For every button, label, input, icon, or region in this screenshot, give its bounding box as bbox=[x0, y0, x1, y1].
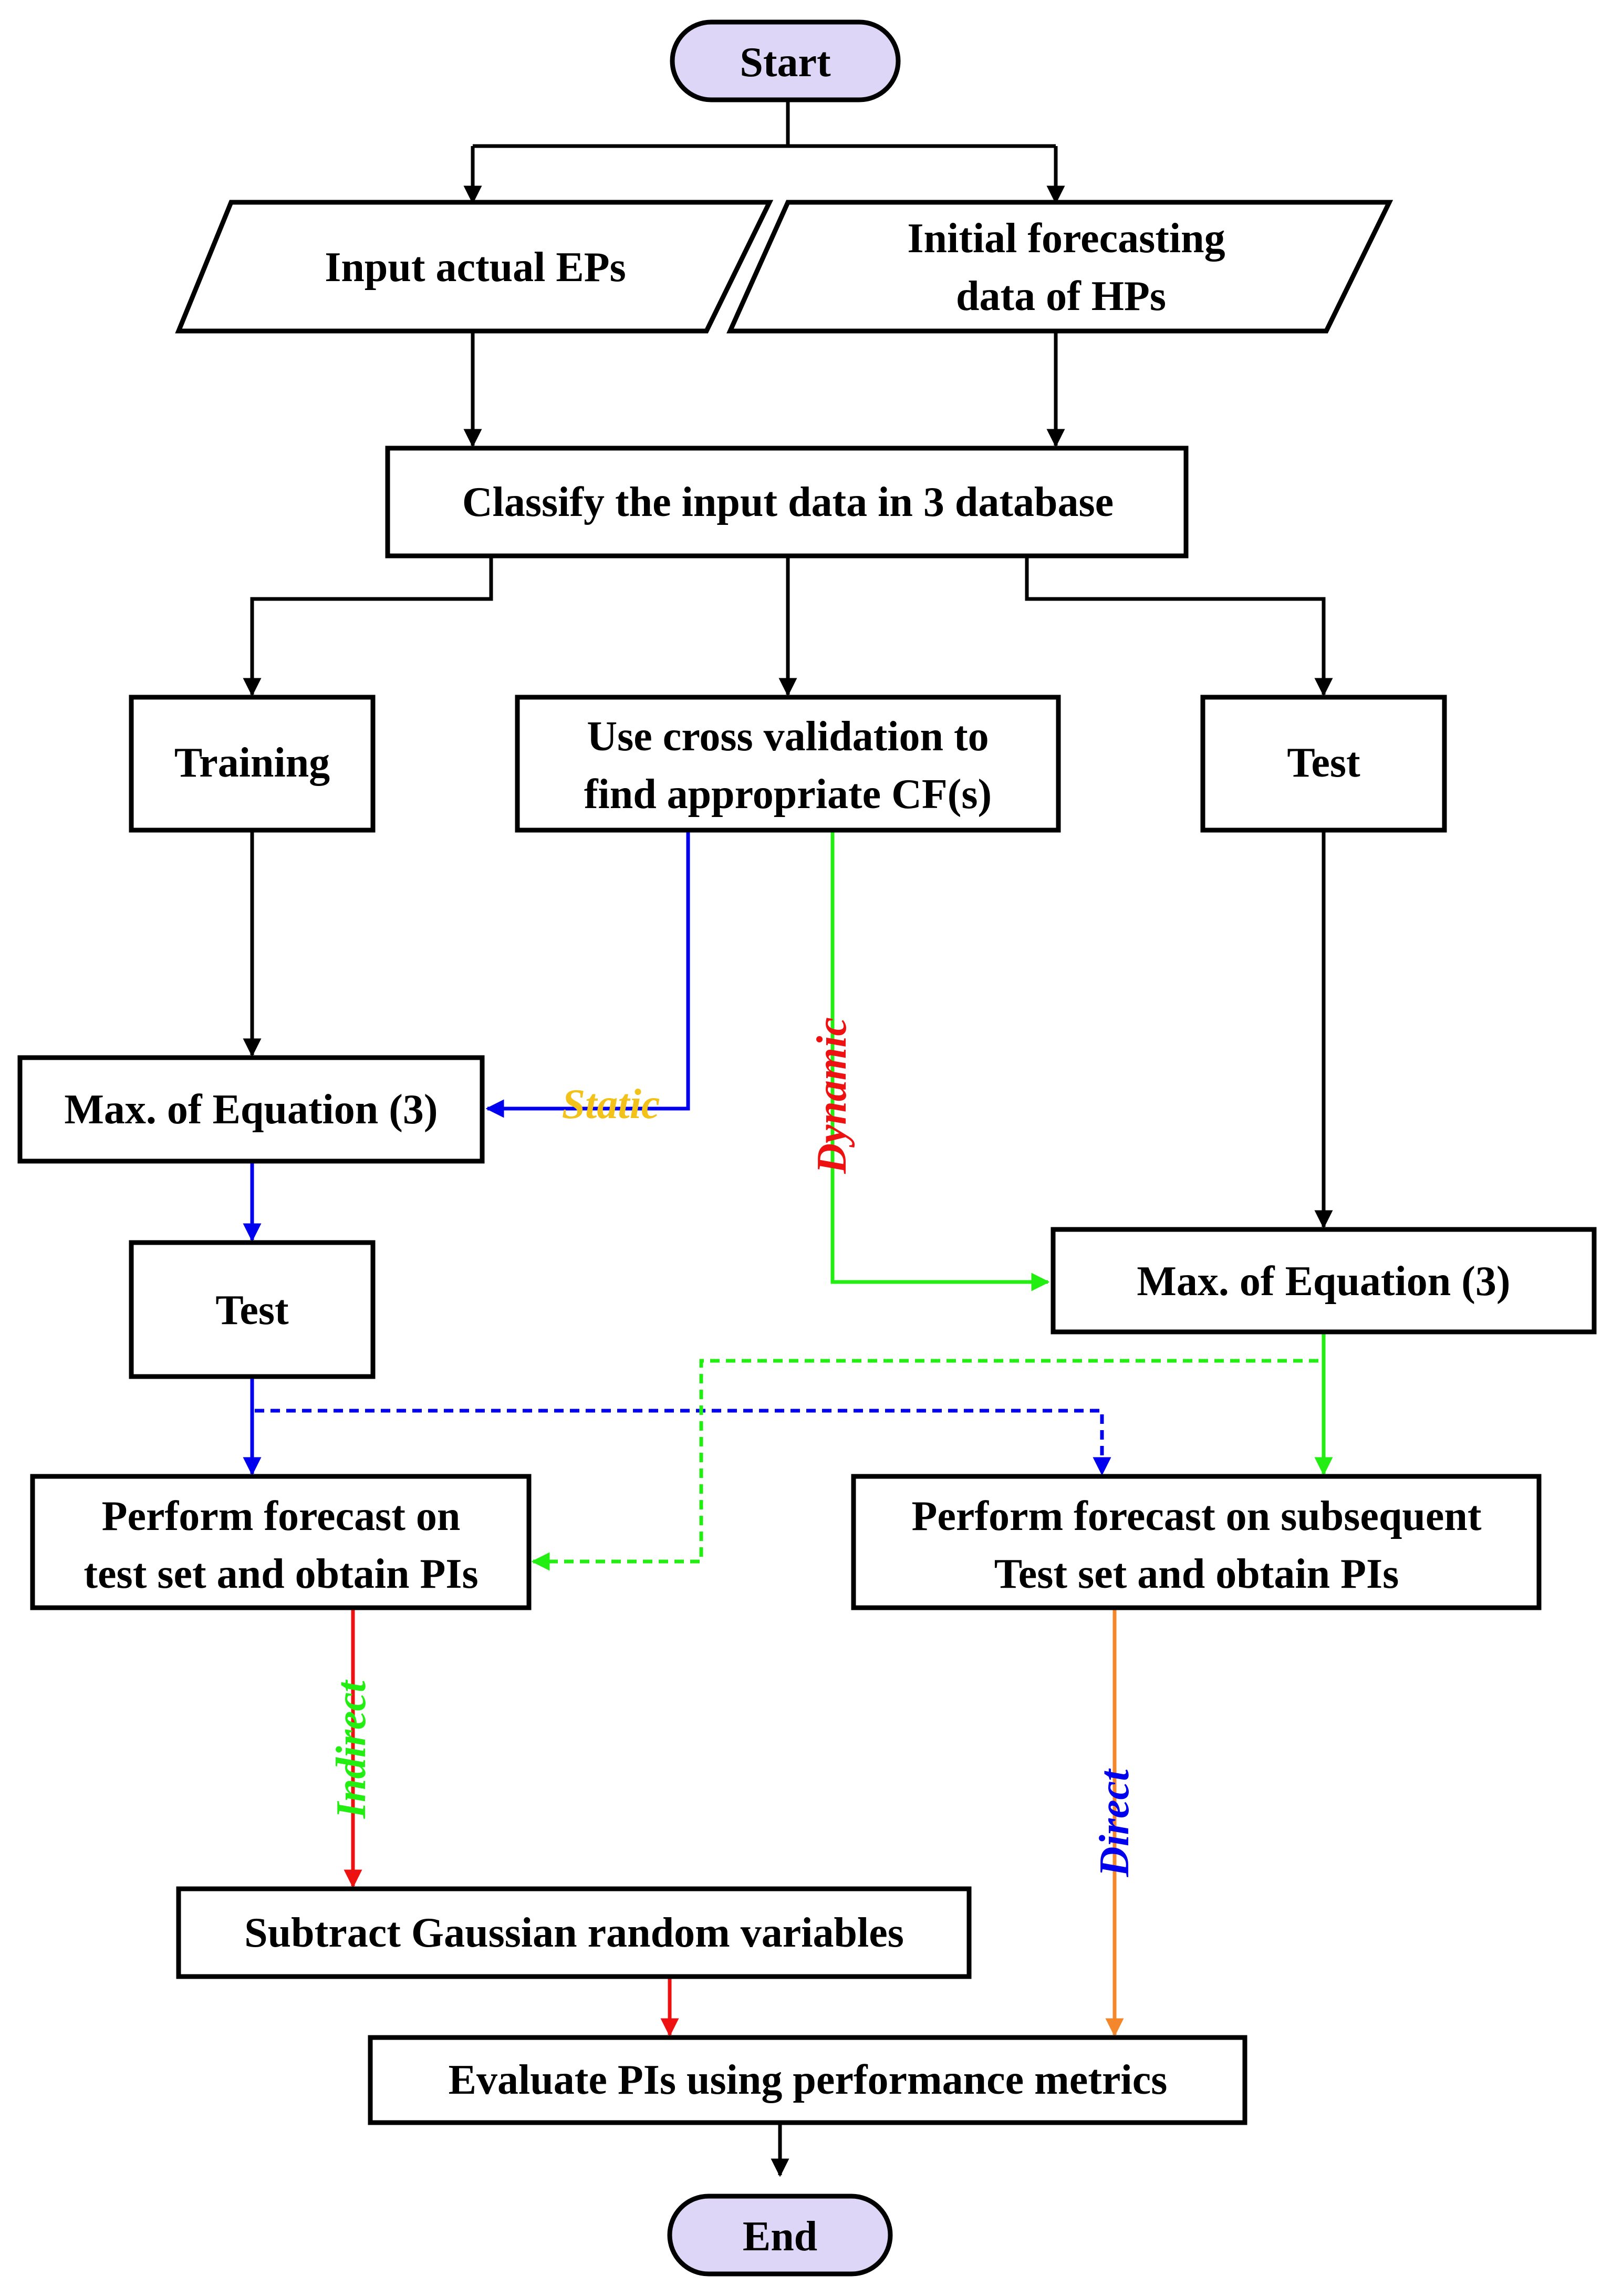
max-eq-right-label: Max. of Equation (3) bbox=[1137, 1258, 1510, 1305]
arrow-classify-to-training bbox=[243, 556, 493, 697]
indirect-label: Indirect bbox=[328, 1679, 375, 1819]
input-eps-parallelogram bbox=[175, 200, 774, 334]
cross-validation-label-line1: Use cross validation to bbox=[587, 713, 989, 760]
forecast-hps-parallelogram bbox=[726, 200, 1393, 334]
training-label: Training bbox=[174, 740, 330, 786]
max-eq-left-box bbox=[17, 1055, 485, 1164]
arrow-dynamic-to-max-eq-right bbox=[830, 830, 1050, 1291]
arrow-static-to-max-eq-left bbox=[485, 830, 690, 1118]
static-label: Static bbox=[562, 1081, 660, 1128]
classify-label: Classify the input data in 3 database bbox=[462, 479, 1114, 525]
forecast-hps-label-line2: data of HPs bbox=[956, 273, 1166, 319]
subtract-box bbox=[176, 1886, 972, 1979]
test-left-box bbox=[129, 1240, 376, 1379]
dashed-arrow-max-eq-right-to-perform-left bbox=[531, 1359, 1318, 1571]
perform-left-label-line1: Perform forecast on bbox=[102, 1493, 461, 1539]
dynamic-label: Dynamic bbox=[809, 1017, 855, 1174]
perform-left-box bbox=[30, 1474, 532, 1610]
test-right-box bbox=[1200, 695, 1447, 833]
connector-start-split bbox=[473, 100, 1056, 148]
classify-box bbox=[385, 446, 1189, 559]
training-box bbox=[129, 695, 376, 833]
perform-right-label-line1: Perform forecast on subsequent bbox=[911, 1493, 1481, 1539]
evaluate-box bbox=[368, 2035, 1247, 2125]
evaluate-label: Evaluate PIs using performance metrics bbox=[449, 2057, 1168, 2103]
end-terminal bbox=[667, 2194, 893, 2277]
start-label: Start bbox=[740, 39, 831, 86]
arrow-classify-to-test-right bbox=[1025, 556, 1333, 697]
end-label: End bbox=[743, 2214, 817, 2260]
cross-validation-label-line2: find appropriate CF(s) bbox=[584, 771, 992, 818]
max-eq-left-label: Max. of Equation (3) bbox=[64, 1087, 438, 1133]
perform-left-label-line2: test set and obtain PIs bbox=[84, 1551, 478, 1597]
dashed-arrow-test-left-to-perform-right bbox=[255, 1409, 1111, 1476]
cross-validation-box bbox=[515, 695, 1061, 833]
input-eps-label: Input actual EPs bbox=[325, 244, 626, 291]
forecast-hps-label-line1: Initial forecasting bbox=[907, 215, 1225, 262]
max-eq-right-box bbox=[1051, 1227, 1597, 1335]
perform-right-label-line2: Test set and obtain PIs bbox=[994, 1551, 1399, 1597]
subtract-label: Subtract Gaussian random variables bbox=[244, 1910, 904, 1956]
perform-right-box bbox=[851, 1474, 1542, 1610]
test-left-label: Test bbox=[215, 1287, 289, 1333]
test-right-label: Test bbox=[1287, 740, 1360, 786]
start-terminal bbox=[670, 19, 901, 102]
direct-label: Direct bbox=[1091, 1768, 1138, 1877]
